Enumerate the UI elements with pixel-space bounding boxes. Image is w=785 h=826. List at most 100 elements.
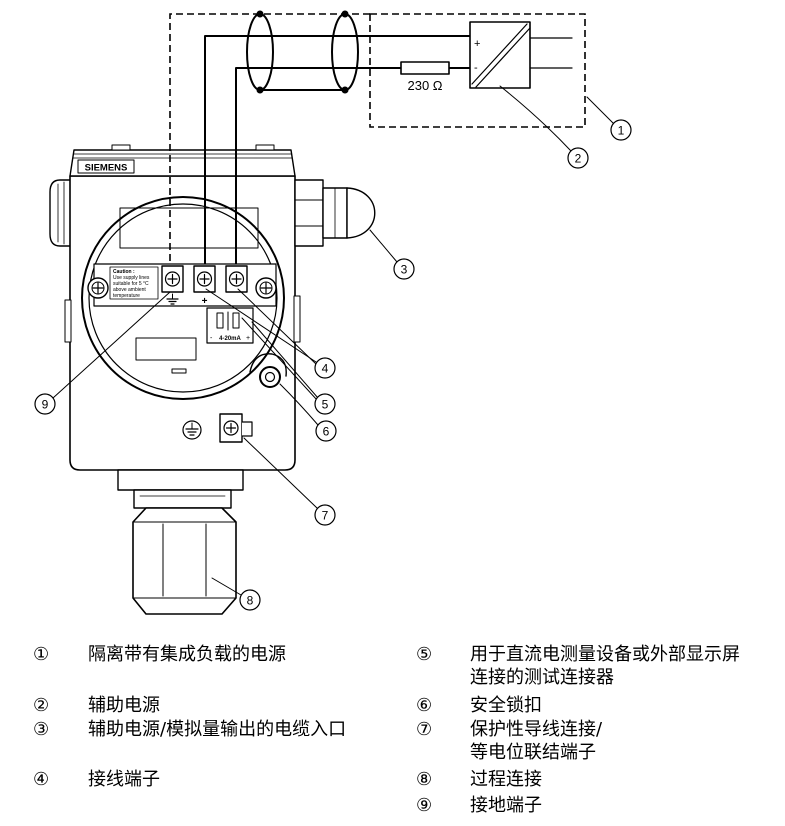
callout-number: 2 [575, 152, 582, 166]
ground-marking-circle [182, 420, 202, 440]
housing-body [69, 175, 296, 471]
caution-line: Use supply lines [113, 275, 150, 281]
wire-positive [204, 35, 471, 267]
right-side-clip [293, 295, 301, 343]
callout-leader [586, 96, 614, 124]
callout-number: 1 [618, 124, 625, 138]
callout-9: 9 [34, 291, 171, 415]
test-socket [216, 312, 224, 329]
callout-3: 3 [369, 229, 415, 280]
brand-label: SIEMENS [85, 163, 128, 174]
legend-line: 用于直流电测量设备或外部显示屏 [470, 644, 740, 665]
legend-line: 辅助电源/模拟量输出的电缆入口 [88, 719, 347, 740]
callout-number: 5 [322, 398, 329, 412]
load-resistor-label: 230 Ω [407, 78, 442, 93]
caution-line: Caution : [113, 269, 135, 275]
callout-circle [315, 420, 337, 442]
legend-text: 安全锁扣 [470, 694, 542, 717]
housing-neck-lower [133, 489, 232, 509]
callout-leader [251, 321, 319, 399]
callout-2: 2 [499, 85, 589, 169]
protective-earth-terminal [219, 413, 253, 443]
legend-text: 辅助电源 [88, 694, 160, 717]
legend-marker: ② [33, 695, 50, 716]
legend-line: 安全锁扣 [470, 695, 542, 716]
legend-marker: ⑦ [416, 719, 433, 740]
mounting-screw-left [87, 277, 109, 299]
legend-line: 等电位联结端子 [470, 742, 596, 763]
legend-marker: ③ [33, 719, 50, 740]
lock-pin [264, 371, 276, 383]
legend-marker: ① [33, 644, 50, 665]
legend-marker: ⑥ [416, 695, 433, 716]
caution-label: Caution : Use supply lines suitable for … [109, 266, 159, 300]
safety-lock [249, 353, 287, 388]
test-plus-label: + [246, 335, 250, 342]
gland-nut [294, 179, 324, 247]
legend-text: 接线端子 [88, 768, 160, 791]
supply-unit-diagonal [475, 27, 531, 88]
legend-line: 保护性导线连接/ [470, 719, 603, 740]
supply-plus-label: + [474, 38, 480, 50]
callout-leader [499, 85, 572, 152]
callout-7: 7 [243, 437, 336, 526]
legend-text: 辅助电源/模拟量输出的电缆入口 [88, 718, 346, 741]
load-resistor [400, 61, 450, 75]
wire-negative [235, 67, 402, 267]
ground-terminal-symbol [166, 293, 179, 305]
callout-circle [34, 393, 56, 415]
legend-text: 用于直流电测量设备或外部显示屏 连接的测试连接器 [470, 643, 740, 689]
legend-text: 隔离带有集成负载的电源 [88, 643, 286, 666]
shield-drain-line [169, 13, 370, 266]
ground-marking-icon [182, 420, 202, 440]
housing-top-lug-left [111, 144, 131, 151]
legend-line: 辅助电源 [88, 695, 160, 716]
cable-wiring: 230 Ω + - [169, 10, 586, 267]
cable-shield-left [246, 13, 274, 91]
legend-text: 过程连接 [470, 768, 542, 791]
callout-4: 4 [205, 288, 336, 379]
shield-junction-dot [256, 10, 264, 18]
electronics-lower-panel [135, 337, 197, 361]
legend-text: 保护性导线连接/ 等电位联结端子 [470, 718, 602, 764]
caution-line: temperature [113, 293, 140, 299]
callout-leader [369, 229, 398, 263]
callout-circle [393, 258, 415, 280]
caution-label-box [109, 266, 159, 300]
legend-marker: ⑤ [416, 644, 433, 665]
test-connector: - 4-20mA + [206, 307, 254, 344]
callout-number: 6 [323, 425, 330, 439]
callout-leader [243, 437, 318, 509]
cover-window-outer [81, 196, 285, 400]
supply-unit: + - [469, 21, 573, 89]
callout-circle [314, 393, 336, 415]
callout-leader [211, 577, 242, 596]
lock-ring [259, 366, 281, 388]
shield-junction-dot [256, 86, 264, 94]
callout-leader [241, 317, 318, 401]
shield-junction-dot [341, 86, 349, 94]
transmitter-housing: SIEMENS [49, 144, 376, 615]
supply-unit-diagonal [471, 23, 528, 85]
callout-circle [314, 504, 336, 526]
legend-marker: ⑧ [416, 769, 433, 790]
screw-inner [259, 281, 273, 295]
cover-window-inner [88, 203, 278, 393]
left-housing-boss [49, 179, 73, 247]
terminal-plus-label: + [202, 296, 208, 307]
caution-line: suitable for 5 °C [113, 281, 149, 287]
callout-number: 4 [322, 362, 329, 376]
window-slot [171, 368, 187, 374]
supply-minus-label: - [474, 62, 478, 74]
housing-top-lug-right [255, 144, 275, 151]
legend-line: 接地端子 [470, 795, 542, 816]
callout-leader [237, 288, 317, 365]
callout-leader [205, 288, 317, 363]
supply-unit-box [469, 21, 531, 89]
callout-6: 6 [279, 383, 337, 442]
gland-dome [346, 187, 376, 239]
housing-neck [117, 469, 244, 491]
transmitter-wiring-diagram: SIEMENS [34, 10, 632, 615]
callouts: 1 2 3 4 5 6 [34, 85, 632, 611]
power-supply-enclosure [369, 13, 586, 128]
